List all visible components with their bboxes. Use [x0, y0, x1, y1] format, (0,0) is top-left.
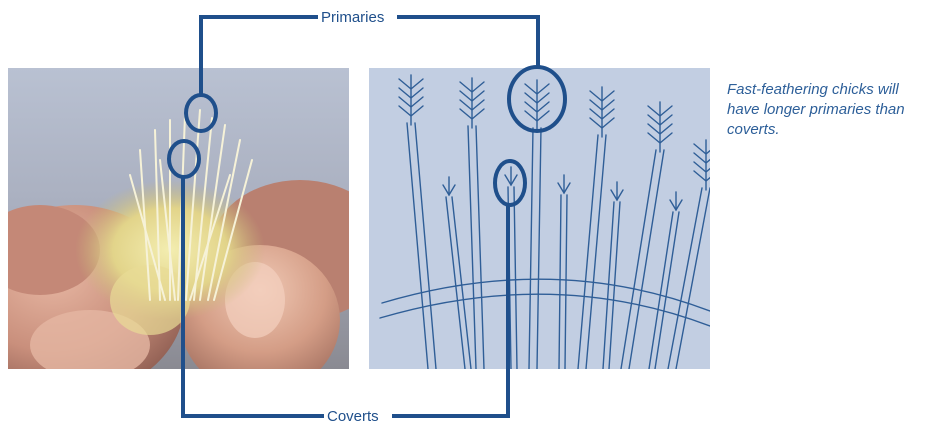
coverts-label: Coverts	[324, 408, 382, 426]
caption-text: Fast-feathering chicks will have longer …	[727, 80, 932, 140]
chick-wing-photo	[0, 68, 390, 395]
primaries-connector-right	[397, 17, 538, 68]
primaries-label: Primaries	[318, 9, 387, 27]
feather-line-drawing	[369, 68, 720, 369]
